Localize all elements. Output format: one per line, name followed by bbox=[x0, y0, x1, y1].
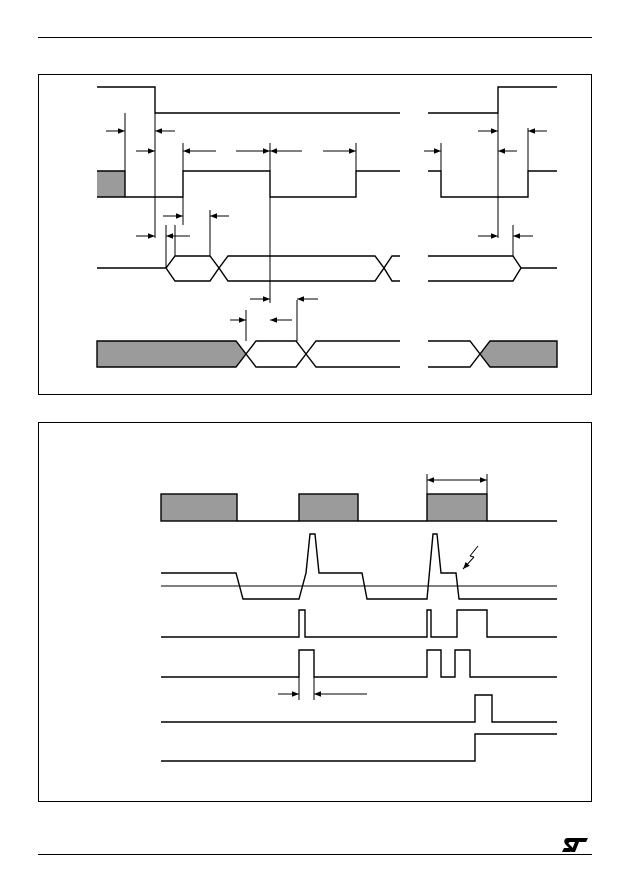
top-signal-1 bbox=[97, 86, 557, 114]
top-timing-arrows bbox=[106, 128, 547, 323]
header-rule bbox=[38, 37, 592, 38]
top-signal-4 bbox=[96, 340, 558, 368]
timing-diagram-bottom-panel bbox=[38, 422, 592, 802]
bottom-pulse-width-arrows bbox=[278, 677, 367, 700]
bottom-signal-c bbox=[161, 609, 557, 638]
bottom-period-arrow bbox=[426, 474, 488, 494]
top-timing-marks bbox=[124, 113, 529, 341]
bottom-signal-b bbox=[161, 533, 557, 600]
top-signal-2 bbox=[97, 170, 557, 198]
footer-rule bbox=[38, 854, 592, 855]
bottom-signal-a bbox=[160, 493, 557, 522]
top-signal-3 bbox=[97, 255, 557, 282]
bottom-signal-f bbox=[161, 733, 557, 762]
timing-diagram-top-panel bbox=[38, 74, 592, 395]
bottom-signal-d bbox=[161, 649, 557, 678]
bottom-signal-e bbox=[161, 694, 557, 723]
st-logo-icon bbox=[562, 838, 588, 852]
